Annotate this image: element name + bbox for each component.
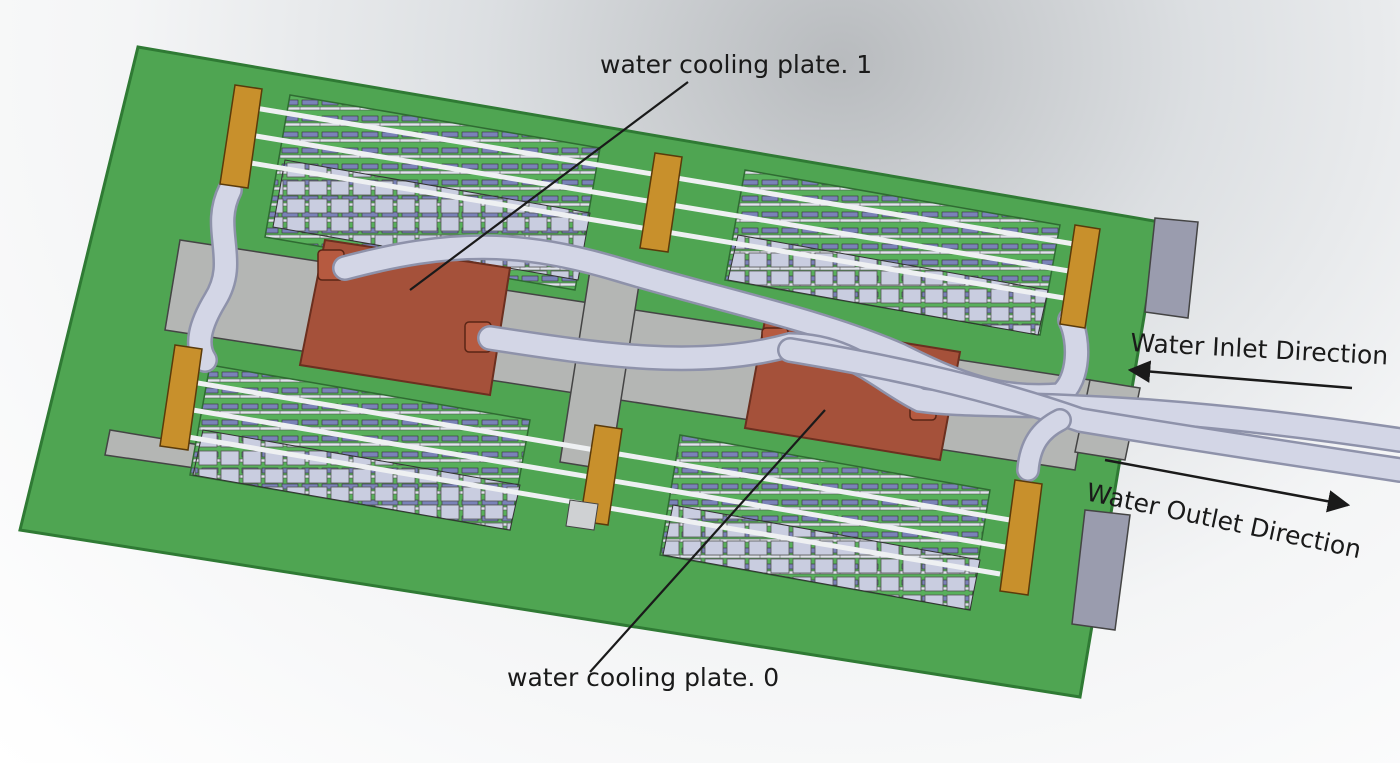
cooling-tubes xyxy=(186,177,1400,483)
label-water-cooling-plate-0: water cooling plate. 0 xyxy=(507,663,779,692)
leader-line-plate-0 xyxy=(589,409,826,673)
connector-top xyxy=(1144,217,1199,319)
connector-bottom xyxy=(1071,509,1131,631)
brass-brackets xyxy=(159,84,1101,596)
module-bank-lower-left xyxy=(189,364,531,531)
label-water-inlet-direction: Water Inlet Direction xyxy=(1130,328,1389,370)
inlet-arrow xyxy=(1127,360,1353,390)
connector-side-tab xyxy=(565,499,599,531)
module-bank-upper-right xyxy=(724,169,1061,336)
leader-line-plate-1 xyxy=(409,81,689,291)
outlet-arrow xyxy=(1104,458,1351,513)
label-water-cooling-plate-1: water cooling plate. 1 xyxy=(600,50,872,79)
